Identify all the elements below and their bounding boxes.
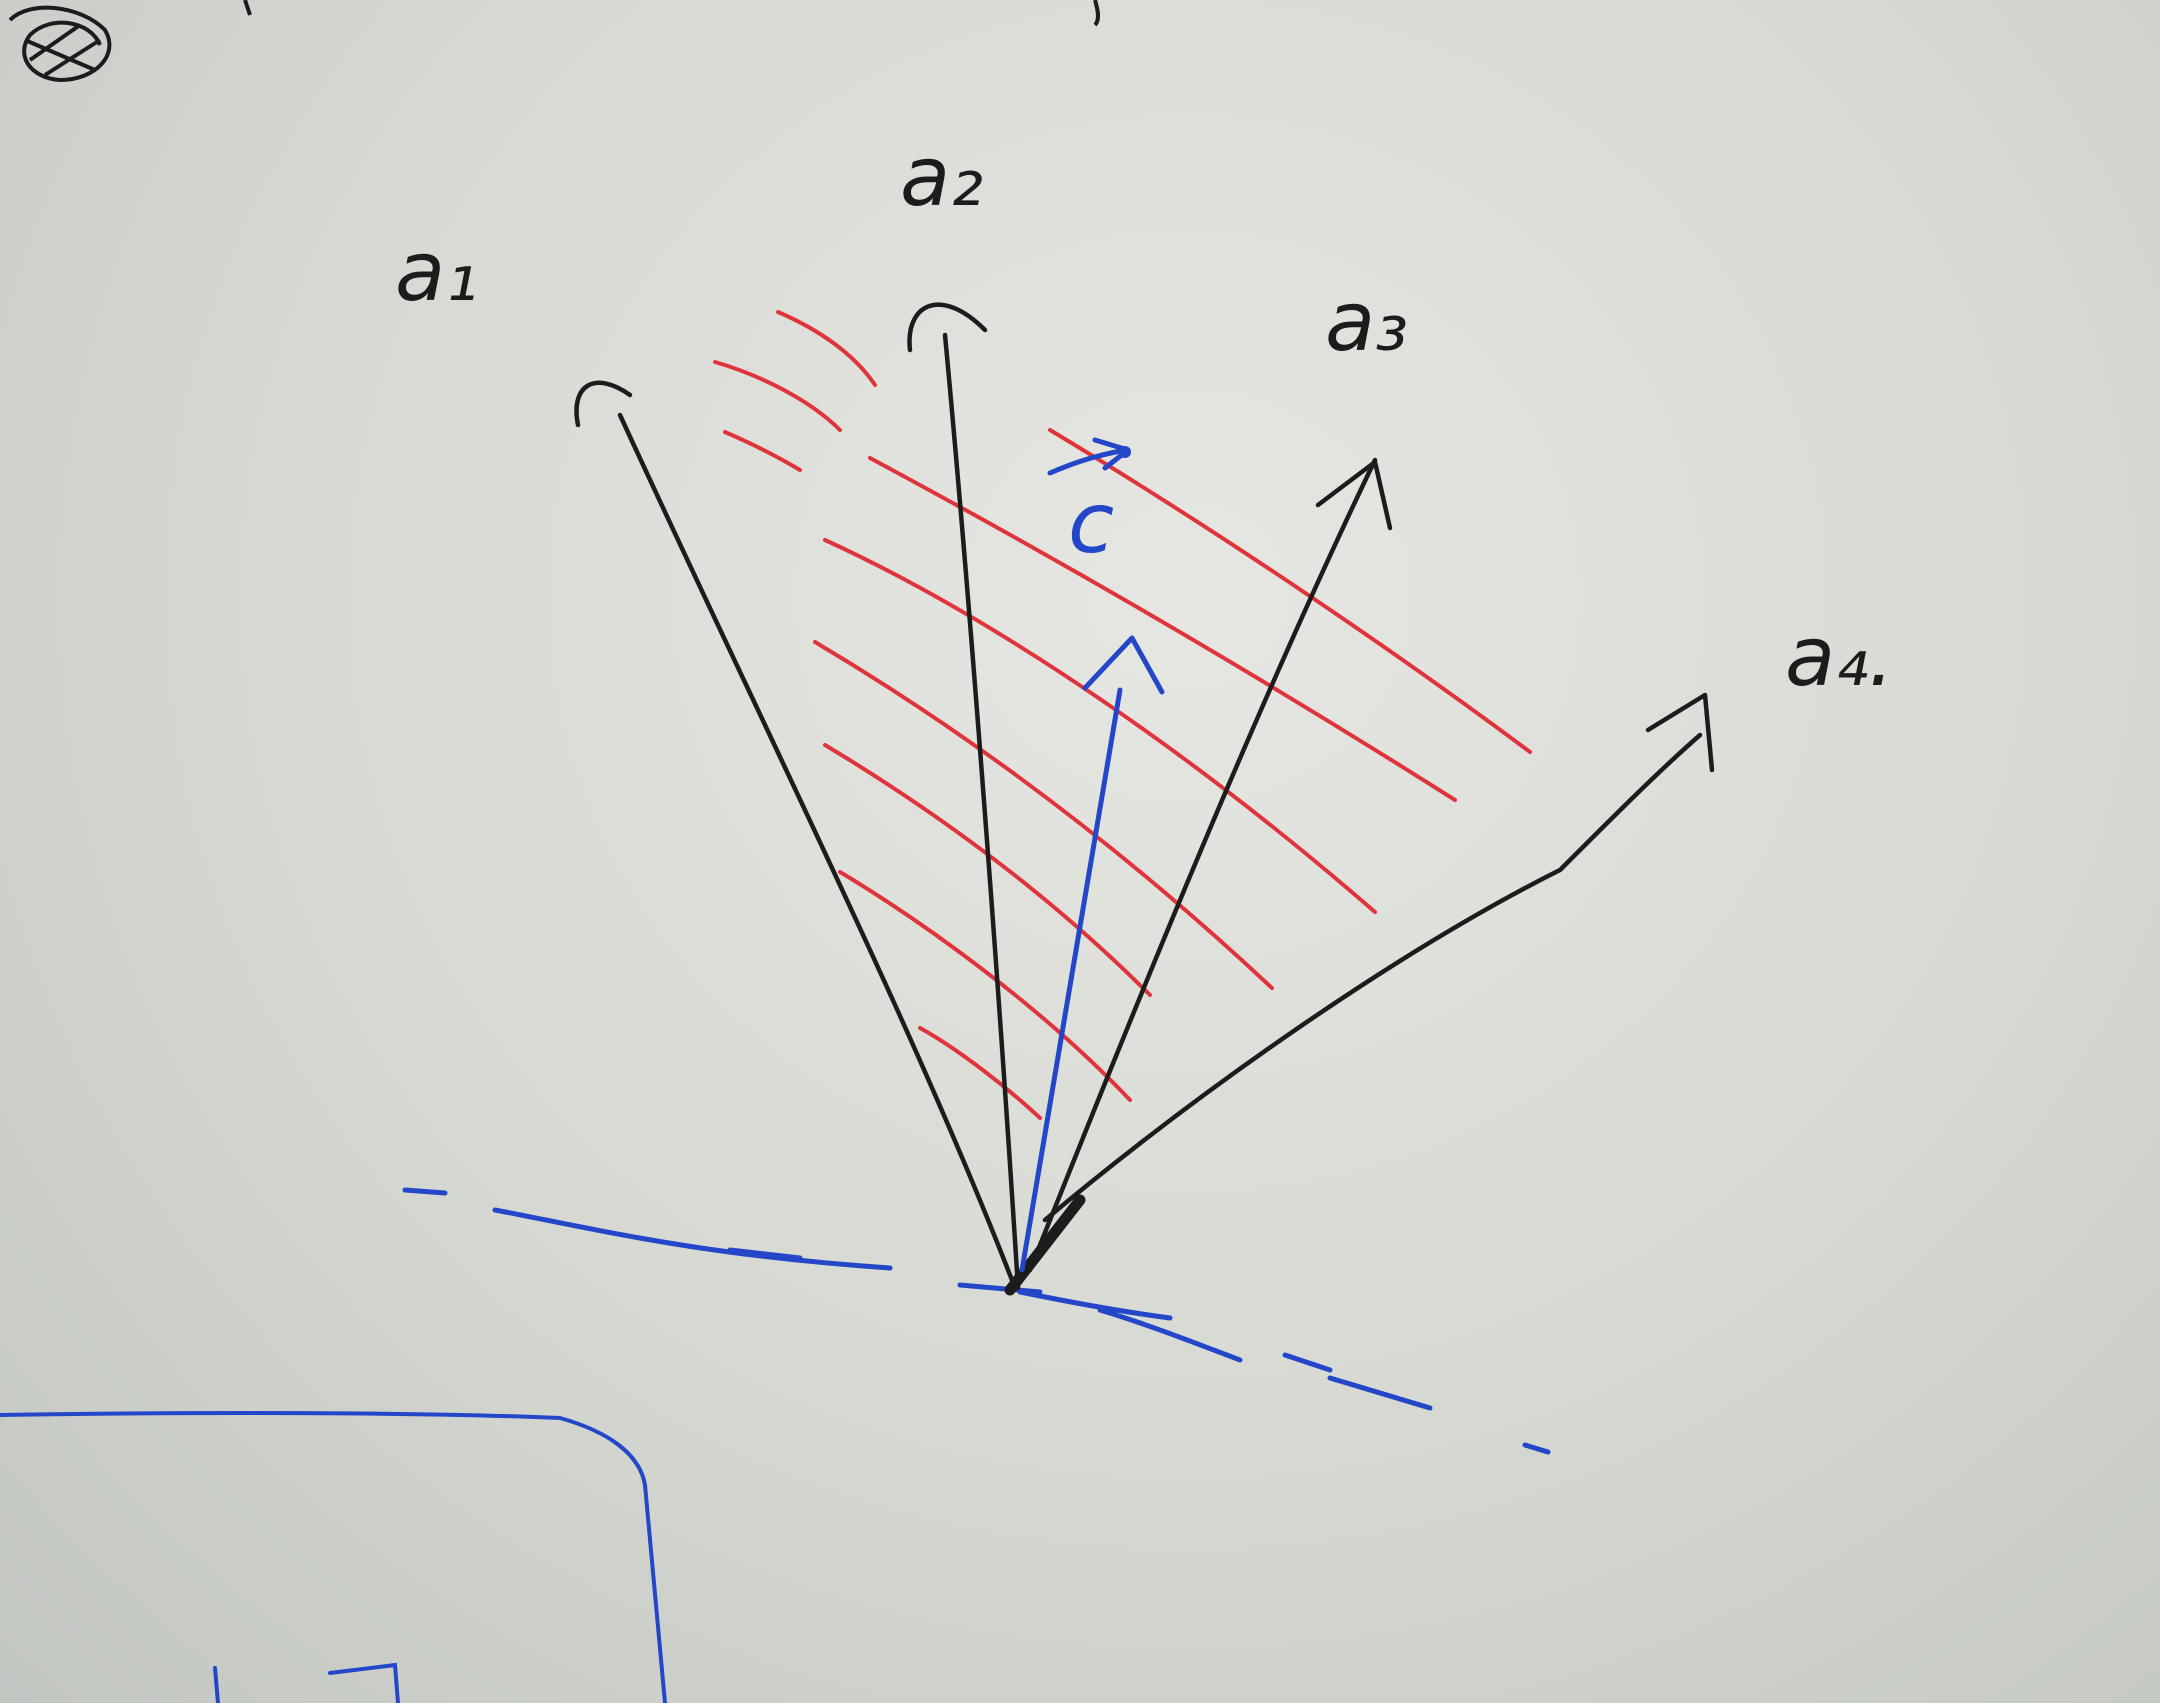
- vector-c-shaft: [1019, 687, 1123, 1273]
- arrowhead-a2: [907, 302, 988, 353]
- blue-vector-c: [1019, 437, 1165, 1273]
- blue-box-sketch: [0, 1411, 667, 1703]
- hatch-line: [918, 1026, 1042, 1120]
- vector-labels: a₁ a₂ a₃ a₄. c: [395, 130, 1894, 705]
- vector-a3: [1027, 457, 1378, 1273]
- hatch-line: [713, 360, 842, 432]
- hatch-line: [868, 456, 1457, 802]
- red-hatching: [713, 310, 1532, 1120]
- hatch-line: [723, 430, 802, 472]
- blue-hyperplane: [402, 1187, 1551, 1455]
- vector-a4: [1042, 732, 1703, 1223]
- hatch-line: [823, 538, 1377, 914]
- black-vectors: [574, 302, 1715, 1296]
- arrowhead-a1: [574, 380, 633, 428]
- label-a3: a₃: [1325, 275, 1408, 370]
- arrowhead-a3: [1315, 459, 1393, 531]
- corner-scribble: [8, 0, 1100, 83]
- arrowhead-c: [1082, 635, 1165, 695]
- arrowhead-a4: [1645, 692, 1715, 773]
- vector-a2: [942, 332, 1021, 1291]
- label-a1: a₁: [395, 225, 478, 320]
- origin-mark: [1004, 1194, 1086, 1296]
- label-c: c: [1068, 474, 1114, 572]
- c-label-arrow: [1047, 447, 1128, 476]
- hatch-line: [823, 743, 1152, 997]
- label-a2: a₂: [900, 130, 983, 225]
- vector-a1: [617, 412, 1018, 1291]
- label-a4: a₄.: [1785, 610, 1894, 705]
- hatch-line: [838, 870, 1132, 1102]
- hatch-line: [776, 310, 877, 387]
- hatch-line: [813, 640, 1274, 990]
- hatch-line: [1048, 428, 1532, 754]
